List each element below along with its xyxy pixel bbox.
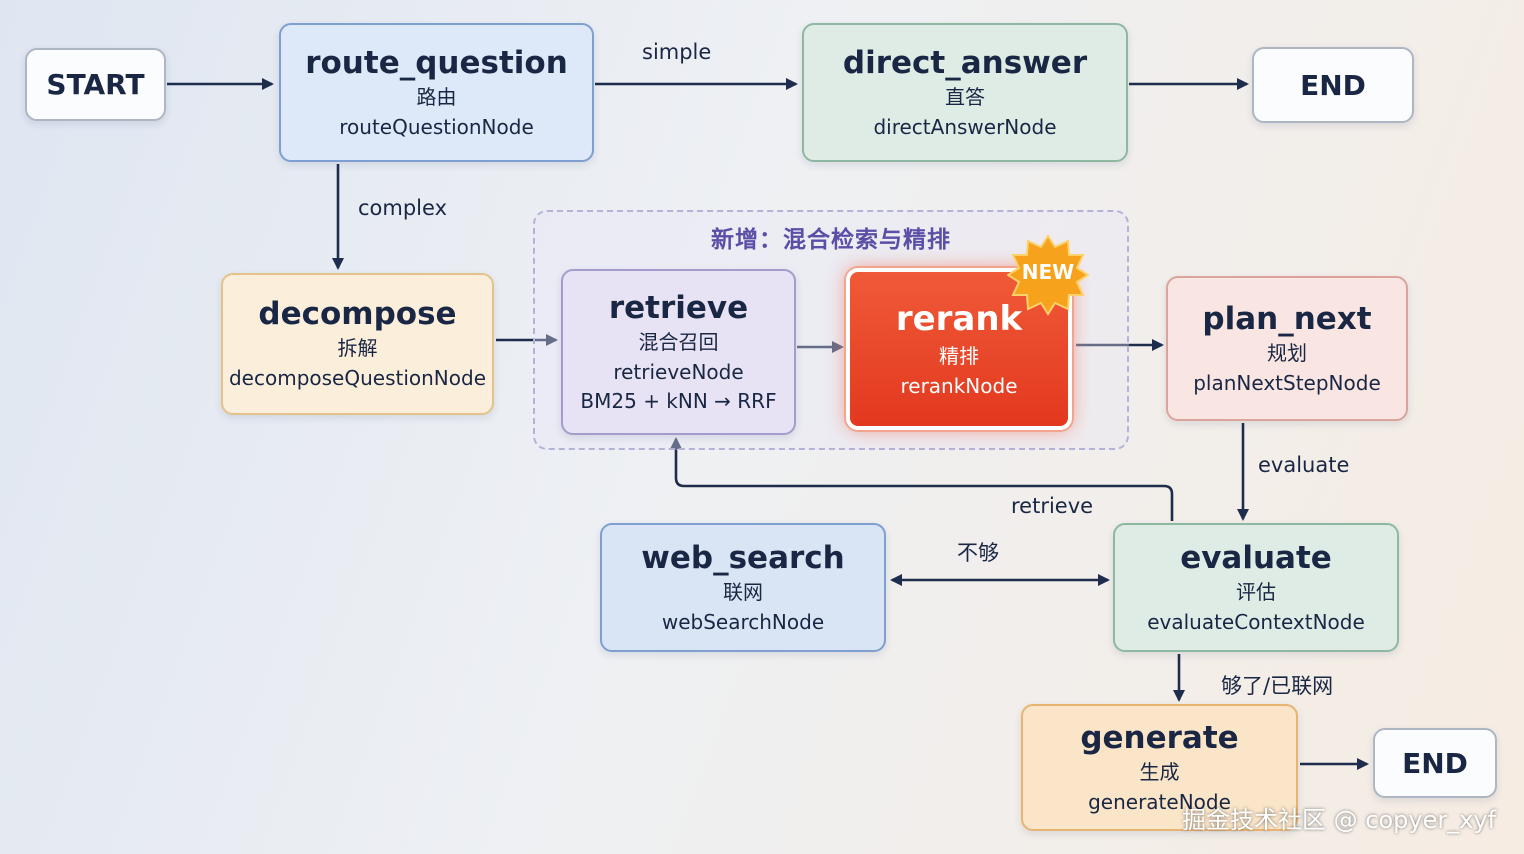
node-function: generateNode [1088, 789, 1231, 814]
decompose-node[interactable]: decompose 拆解 decomposeQuestionNode [221, 273, 494, 415]
node-title: plan_next [1202, 300, 1372, 337]
node-title: direct_answer [842, 44, 1088, 81]
node-function: webSearchNode [661, 609, 825, 634]
node-cn-label: 评估 [1236, 579, 1276, 604]
edge-label-enough: 够了/已联网 [1221, 674, 1334, 698]
node-cn-label: 直答 [945, 84, 985, 109]
starburst-icon [1006, 234, 1090, 316]
node-function: planNextStepNode [1193, 370, 1381, 395]
node-cn-label: 联网 [723, 579, 763, 604]
node-cn-label: 拆解 [337, 336, 378, 360]
node-title: retrieve [608, 290, 749, 326]
node-title: route_question [305, 44, 568, 81]
new-badge: NEW [1006, 234, 1090, 316]
node-cn-label: 路由 [416, 84, 457, 109]
edge-label-complex: complex [358, 196, 447, 220]
edge-label-not-enough: 不够 [957, 541, 999, 565]
node-function: directAnswerNode [873, 114, 1057, 139]
node-cn-label: 规划 [1267, 340, 1307, 365]
node-cn-label: 生成 [1139, 759, 1180, 784]
retrieve-node[interactable]: retrieve 混合召回 retrieveNode BM25 + kNN → … [561, 269, 796, 435]
evaluate-node[interactable]: evaluate 评估 evaluateContextNode [1113, 523, 1399, 652]
edge-label-evaluate: evaluate [1258, 453, 1350, 477]
node-title: generate [1080, 719, 1239, 756]
group-title: 新增：混合检索与精排 [711, 227, 951, 253]
edge-label-retrieve: retrieve [1011, 494, 1094, 518]
direct-answer-node[interactable]: direct_answer 直答 directAnswerNode [802, 23, 1128, 162]
end-node-bottom[interactable]: END [1373, 728, 1497, 798]
node-cn-label: 精排 [939, 344, 979, 368]
node-title: decompose [258, 296, 457, 332]
plan-next-node[interactable]: plan_next 规划 planNextStepNode [1166, 276, 1408, 421]
end-node-top[interactable]: END [1252, 47, 1414, 123]
edge-label-simple: simple [642, 40, 712, 64]
node-function: decomposeQuestionNode [228, 366, 487, 390]
node-method: BM25 + kNN → RRF [580, 389, 777, 413]
edge-evaluate-to-retrieve [670, 437, 1174, 521]
watermark: 掘金技术社区 @ copyer_xyf [1182, 806, 1497, 834]
node-function: retrieveNode [613, 360, 744, 384]
node-title: evaluate [1180, 539, 1332, 576]
node-function: rerankNode [900, 374, 1018, 398]
node-title: web_search [641, 539, 845, 576]
node-cn-label: 混合召回 [638, 330, 719, 354]
web-search-node[interactable]: web_search 联网 webSearchNode [600, 523, 886, 652]
route-question-node[interactable]: route_question 路由 routeQuestionNode [279, 23, 594, 162]
node-function: routeQuestionNode [339, 114, 534, 139]
node-function: evaluateContextNode [1147, 609, 1365, 634]
start-node[interactable]: START [25, 48, 166, 121]
node-title: rerank [895, 299, 1023, 339]
generate-node[interactable]: generate 生成 generateNode [1021, 704, 1298, 831]
new-badge-label: NEW [1021, 260, 1075, 284]
